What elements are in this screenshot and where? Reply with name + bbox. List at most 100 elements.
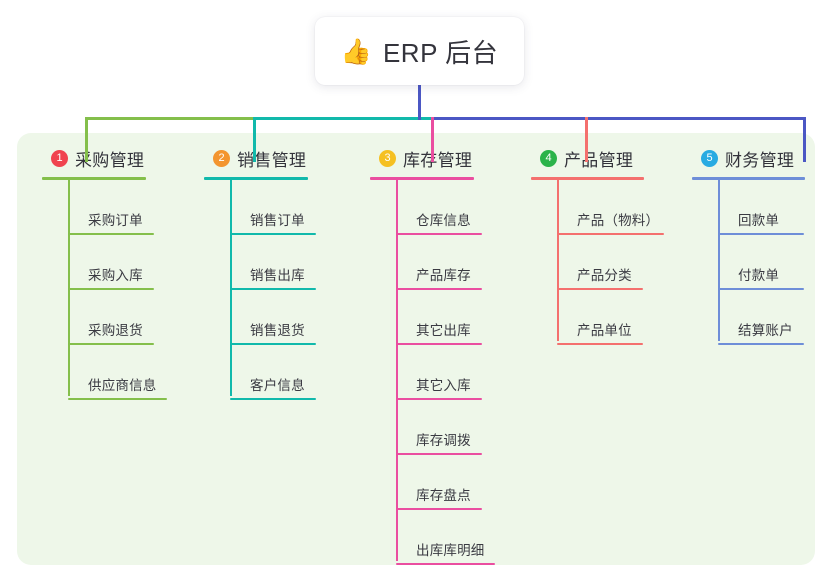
leaf-item[interactable]: 仓库信息 bbox=[396, 180, 482, 235]
bus-segment-teal bbox=[253, 117, 433, 120]
root-node-content: 👍 ERP 后台 bbox=[341, 33, 498, 70]
column-title-1: 采购管理 bbox=[75, 150, 145, 170]
drop-purchase bbox=[85, 117, 88, 162]
leaf-item[interactable]: 付款单 bbox=[718, 235, 805, 290]
column-trunk-3 bbox=[396, 180, 398, 561]
leaf-item[interactable]: 库存盘点 bbox=[396, 455, 482, 510]
leaf-label: 其它出库 bbox=[416, 323, 471, 338]
bus-segment-purple bbox=[431, 117, 806, 120]
column-header-1[interactable]: 1 采购管理 bbox=[42, 146, 146, 170]
root-node-title: ERP 后台 bbox=[382, 37, 499, 68]
leaf-item[interactable]: 销售出库 bbox=[230, 235, 316, 290]
drop-sales bbox=[253, 117, 256, 162]
leaf-label: 仓库信息 bbox=[416, 213, 471, 228]
leaf-item[interactable]: 产品库存 bbox=[396, 235, 482, 290]
root-node-erp-backend[interactable]: 👍 ERP 后台 bbox=[315, 17, 524, 85]
leaf-item[interactable]: 产品（物料） bbox=[557, 180, 664, 235]
leaf-rule bbox=[68, 398, 167, 400]
leaf-item[interactable]: 销售退货 bbox=[230, 290, 316, 345]
column-leaf-list-5: 回款单付款单结算账户 bbox=[718, 180, 805, 345]
leaf-label: 产品库存 bbox=[416, 268, 471, 283]
leaf-rule bbox=[230, 288, 316, 290]
leaf-item[interactable]: 采购订单 bbox=[68, 180, 154, 235]
leaf-item[interactable]: 产品分类 bbox=[557, 235, 644, 290]
leaf-label: 产品（物料） bbox=[577, 213, 660, 228]
leaf-item[interactable]: 库存调拨 bbox=[396, 400, 482, 455]
drop-product bbox=[585, 117, 588, 162]
column-leaf-list-1: 采购订单采购入库采购退货供应商信息 bbox=[68, 180, 167, 400]
column-trunk-5 bbox=[718, 180, 720, 341]
column-badge-5: 5 bbox=[701, 149, 718, 167]
leaf-rule bbox=[557, 343, 643, 345]
leaf-item[interactable]: 产品单位 bbox=[557, 290, 644, 345]
column-leaf-list-3: 仓库信息产品库存其它出库其它入库库存调拨库存盘点出库库明细 bbox=[396, 180, 495, 565]
column-rule-4 bbox=[531, 177, 644, 180]
drop-inventory bbox=[431, 117, 434, 162]
column-header-2[interactable]: 2 销售管理 bbox=[204, 146, 308, 170]
leaf-item[interactable]: 回款单 bbox=[718, 180, 805, 235]
leaf-label: 采购订单 bbox=[88, 213, 143, 228]
leaf-label: 库存调拨 bbox=[416, 433, 471, 448]
column-header-3[interactable]: 3 库存管理 bbox=[370, 146, 474, 170]
leaf-rule bbox=[396, 233, 482, 235]
leaf-label: 产品单位 bbox=[577, 323, 632, 338]
leaf-item[interactable]: 其它入库 bbox=[396, 345, 482, 400]
leaf-label: 销售退货 bbox=[250, 323, 305, 338]
leaf-label: 结算账户 bbox=[738, 323, 793, 338]
column-header-5[interactable]: 5 财务管理 bbox=[692, 146, 805, 170]
column-trunk-4 bbox=[557, 180, 559, 341]
leaf-label: 其它入库 bbox=[416, 378, 471, 393]
leaf-rule bbox=[396, 398, 482, 400]
column-库存管理: 3 库存管理仓库信息产品库存其它出库其它入库库存调拨库存盘点出库库明细 bbox=[370, 146, 495, 565]
column-title-2: 销售管理 bbox=[237, 150, 307, 170]
leaf-rule bbox=[396, 508, 482, 510]
leaf-rule bbox=[396, 288, 482, 290]
leaf-rule bbox=[230, 233, 316, 235]
leaf-item[interactable]: 结算账户 bbox=[718, 290, 805, 345]
thumbs-up-icon: 👍 bbox=[340, 36, 372, 66]
leaf-rule bbox=[68, 288, 154, 290]
column-leaf-list-4: 产品（物料） 产品分类产品单位 bbox=[557, 180, 664, 345]
leaf-label: 回款单 bbox=[738, 213, 780, 228]
column-badge-2: 2 bbox=[213, 149, 230, 167]
leaf-rule bbox=[230, 343, 316, 345]
drop-finance bbox=[803, 117, 806, 162]
column-title-4: 产品管理 bbox=[564, 150, 634, 170]
column-leaf-list-2: 销售订单销售出库销售退货客户信息 bbox=[230, 180, 316, 400]
column-rule-1 bbox=[42, 177, 146, 180]
column-title-3: 库存管理 bbox=[403, 150, 473, 170]
bus-segment-green bbox=[85, 117, 255, 120]
leaf-rule bbox=[557, 288, 643, 290]
root-stem-connector bbox=[418, 85, 421, 120]
leaf-label: 付款单 bbox=[738, 268, 780, 283]
column-销售管理: 2 销售管理销售订单销售出库销售退货客户信息 bbox=[204, 146, 316, 400]
leaf-rule bbox=[718, 288, 804, 290]
leaf-item[interactable]: 采购退货 bbox=[68, 290, 154, 345]
column-rule-5 bbox=[692, 177, 805, 180]
leaf-item[interactable]: 销售订单 bbox=[230, 180, 316, 235]
column-title-5: 财务管理 bbox=[725, 150, 795, 170]
leaf-rule bbox=[396, 453, 482, 455]
column-badge-1: 1 bbox=[51, 149, 68, 167]
leaf-rule bbox=[68, 343, 154, 345]
leaf-rule bbox=[718, 233, 804, 235]
leaf-item[interactable]: 采购入库 bbox=[68, 235, 154, 290]
column-rule-2 bbox=[204, 177, 308, 180]
leaf-rule bbox=[68, 233, 154, 235]
leaf-item[interactable]: 其它出库 bbox=[396, 290, 482, 345]
leaf-item[interactable]: 客户信息 bbox=[230, 345, 316, 400]
leaf-rule bbox=[718, 343, 804, 345]
leaf-label: 出库库明细 bbox=[416, 543, 485, 558]
leaf-label: 产品分类 bbox=[577, 268, 632, 283]
leaf-item[interactable]: 供应商信息 bbox=[68, 345, 167, 400]
column-badge-3: 3 bbox=[379, 149, 396, 167]
leaf-rule bbox=[557, 233, 664, 235]
leaf-rule bbox=[396, 563, 495, 565]
leaf-label: 库存盘点 bbox=[416, 488, 471, 503]
leaf-item[interactable]: 出库库明细 bbox=[396, 510, 495, 565]
leaf-label: 客户信息 bbox=[250, 378, 305, 393]
column-财务管理: 5 财务管理回款单付款单结算账户 bbox=[692, 146, 805, 345]
column-rule-3 bbox=[370, 177, 474, 180]
